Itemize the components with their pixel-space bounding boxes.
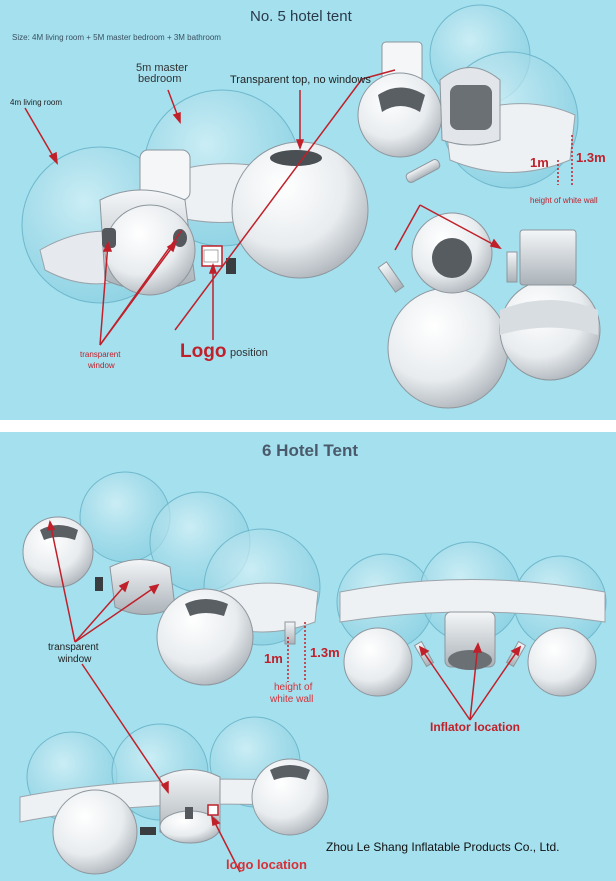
tent6-rear-view <box>336 541 607 697</box>
label-height-white-wall-1: height of <box>274 682 313 693</box>
company-name: Zhou Le Shang Inflatable Products Co., L… <box>326 840 560 854</box>
label-logo-position: position <box>230 347 268 359</box>
label-height-13m: 1.3m <box>310 645 340 660</box>
label-height-white-wall-2: white wall <box>270 694 314 705</box>
label-master-bedroom-1: 5m master <box>136 62 188 74</box>
tent-6-illustration <box>19 471 607 875</box>
label-transparent-window-1: transparent <box>48 642 99 653</box>
label-living-room: 4m living room <box>10 98 63 107</box>
annotation-arrows-bottom <box>46 520 522 873</box>
bottom-panel: 6 Hotel Tent transparent window 1m 1.3m … <box>0 432 616 881</box>
panel-title: 6 Hotel Tent <box>262 441 359 460</box>
tent-bottom-right-view <box>377 212 601 409</box>
label-transparent-window-2: window <box>58 654 92 665</box>
tent-no5-illustration <box>21 4 601 409</box>
top-panel: No. 5 hotel tent Size: 4M living room + … <box>0 0 616 420</box>
size-note: Size: 4M living room + 5M master bedroom… <box>12 33 221 42</box>
panel-title: No. 5 hotel tent <box>250 8 352 25</box>
tent6-front-view <box>19 716 329 875</box>
label-height-1m: 1m <box>530 155 549 170</box>
label-transparent-window-1: transparent <box>80 350 121 359</box>
label-logo-location: logo location <box>226 857 307 872</box>
tent-top-right-view <box>357 4 579 189</box>
label-transparent-window-2: window <box>88 361 115 370</box>
label-inflator-location: Inflator location <box>430 720 520 734</box>
label-logo-big: Logo <box>180 341 227 362</box>
logo-sticker <box>203 249 219 263</box>
label-master-bedroom-2: bedroom <box>138 73 182 85</box>
tent6-main-view <box>22 471 321 686</box>
label-height-13m: 1.3m <box>576 150 606 165</box>
annotation-arrows <box>24 69 573 346</box>
tent-bathroom-sphere <box>231 141 369 279</box>
label-transparent-top: Transparent top, no windows <box>230 74 371 86</box>
label-height-1m: 1m <box>264 651 283 666</box>
label-height-white-wall: height of white wall <box>530 196 598 205</box>
